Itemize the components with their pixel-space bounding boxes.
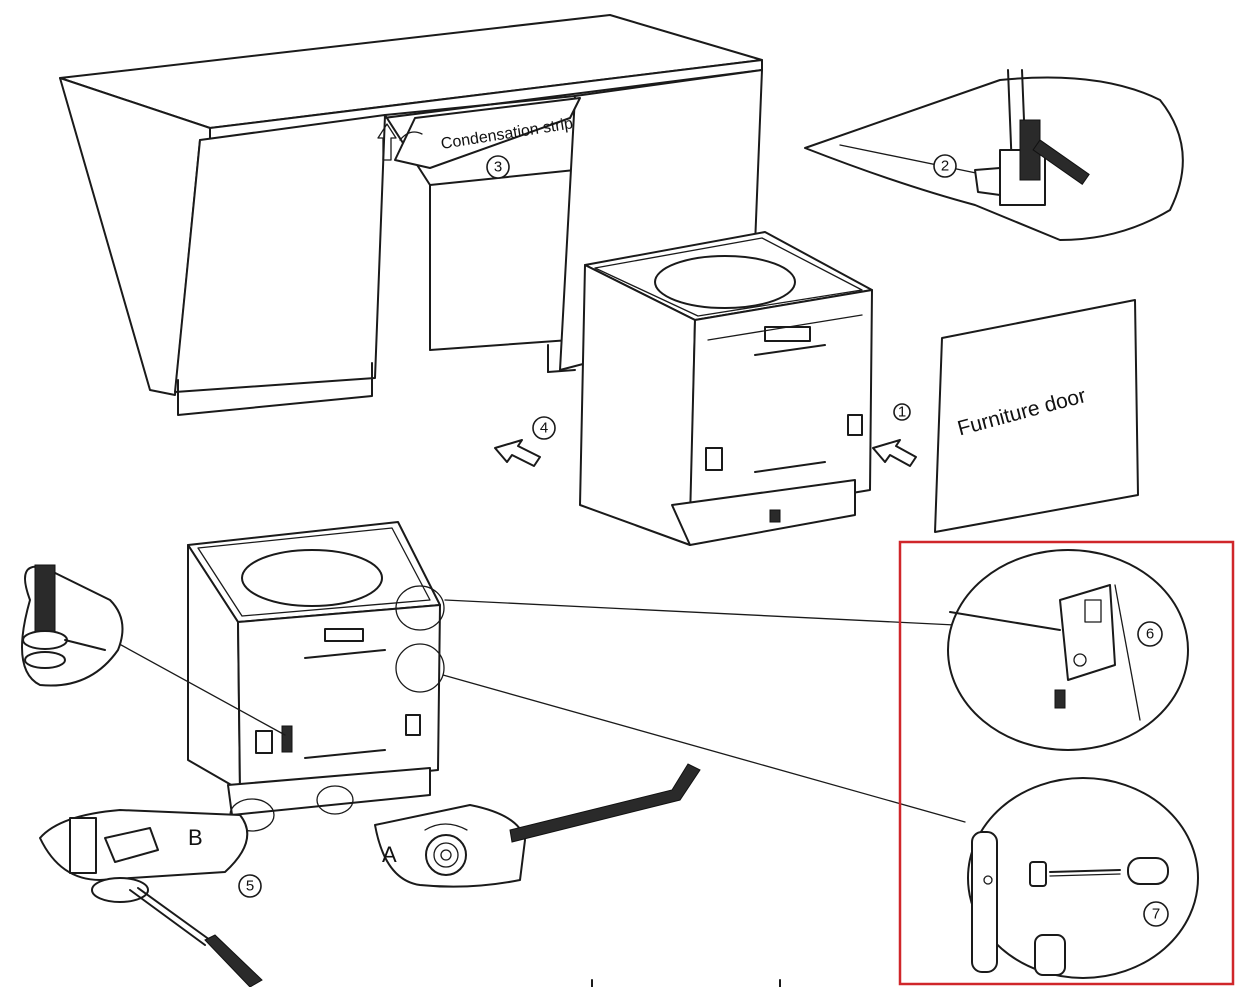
hinge-detail: 2 xyxy=(804,69,1184,241)
dishwasher-top: 4 1 xyxy=(494,231,917,546)
step-3-number: 3 xyxy=(494,159,502,176)
step-5-number: 5 xyxy=(246,878,254,895)
step-1-number: 1 xyxy=(898,404,906,421)
detail-a-label: A xyxy=(382,842,397,867)
adjustable-foot-detail xyxy=(21,564,124,687)
red-highlight-box: 6 7 xyxy=(898,540,1235,986)
detail-b-label: B xyxy=(188,825,203,850)
step-4-number: 4 xyxy=(540,420,548,437)
dishwasher-bottom xyxy=(111,521,966,832)
step-6-number: 6 xyxy=(1146,626,1154,643)
step-7-number: 7 xyxy=(1152,906,1160,923)
caption-fragment xyxy=(591,979,781,988)
detail-b: B 5 xyxy=(39,809,263,988)
furniture-door: Furniture door xyxy=(934,299,1139,533)
detail-a: A xyxy=(374,763,701,888)
step-2-number: 2 xyxy=(941,158,949,175)
